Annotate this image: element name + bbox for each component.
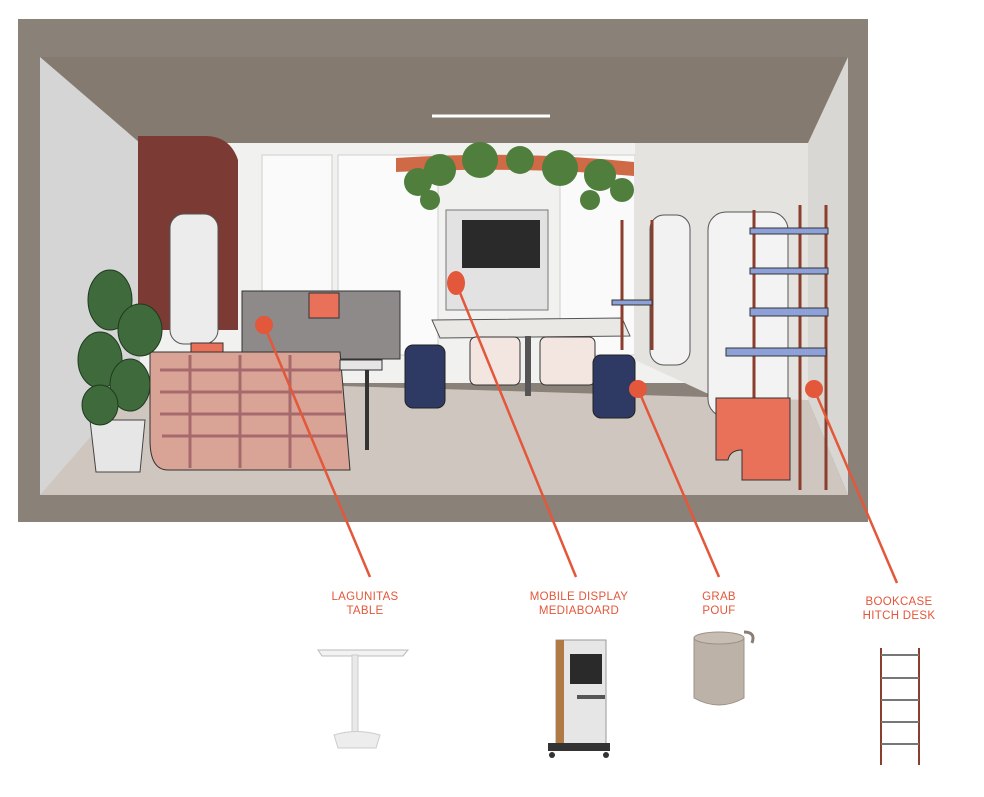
pouf-icon: [693, 630, 755, 706]
pattern: [160, 355, 347, 468]
bookcase-icon: [880, 648, 920, 765]
callout-dots: [255, 271, 823, 398]
callout-dot-lagunitas: [255, 316, 273, 334]
shelves: [611, 227, 829, 357]
callout-lines: [262, 282, 899, 584]
label-line: BOOKCASE: [865, 596, 933, 608]
label-mobile-display-mediaboard: MOBILE DISPLAY MEDIABOARD: [520, 590, 638, 618]
side-table-icon: [317, 649, 410, 749]
label-line: MOBILE DISPLAY: [529, 591, 629, 603]
side-table-top: [339, 359, 383, 371]
label-grab-pouf: GRAB POUF: [694, 590, 744, 618]
orange-bench: [715, 397, 791, 481]
label-line: GRAB: [702, 591, 736, 603]
label-line: LAGUNITAS: [331, 591, 399, 603]
mobile-display-icon: [548, 639, 610, 758]
callout-dot-bookcase: [805, 380, 823, 398]
table-leg: [525, 336, 531, 396]
label-lagunitas-table: LAGUNITAS TABLE: [325, 590, 405, 618]
label-line: TABLE: [346, 605, 384, 617]
conference-table: [431, 317, 631, 339]
label-line: HITCH DESK: [862, 610, 936, 622]
hanging-plants: [404, 142, 634, 210]
callout-dot-pouf: [629, 380, 647, 398]
tv-screen: [462, 220, 540, 268]
planter: [89, 419, 146, 473]
plant-leaves: [77, 269, 163, 426]
ceiling: [40, 57, 848, 143]
side-table-stem: [365, 370, 369, 450]
callout-dot-mediaboard: [447, 271, 465, 295]
lounge-chair: [149, 351, 351, 471]
label-line: MEDIABOARD: [538, 605, 620, 617]
whiteboard-right-1: [649, 214, 691, 366]
whiteboard-left: [169, 213, 219, 345]
label-bookcase-hitch-desk: BOOKCASE HITCH DESK: [858, 595, 940, 623]
label-line: POUF: [702, 605, 736, 617]
